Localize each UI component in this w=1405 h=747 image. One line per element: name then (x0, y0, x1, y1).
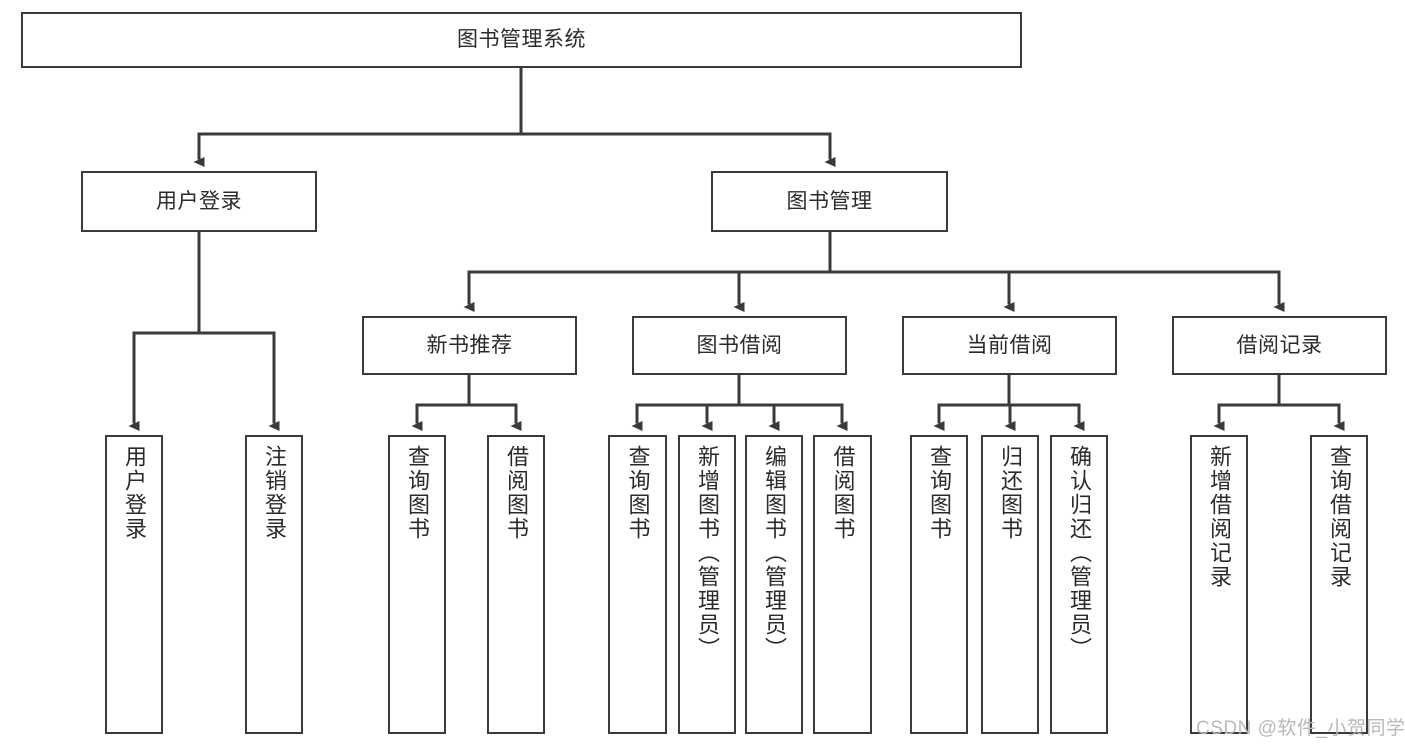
node-leaf-edit-book-label: 编辑图书（管理员） (762, 445, 787, 661)
node-user-login[interactable]: 用户登录 (81, 171, 317, 232)
node-leaf-logout[interactable]: 注销登录 (245, 435, 303, 734)
node-borrow-record[interactable]: 借阅记录 (1172, 316, 1387, 375)
node-leaf-confirm-return-label: 确认归还（管理员） (1067, 445, 1092, 661)
node-leaf-add-record[interactable]: 新增借阅记录 (1190, 435, 1248, 734)
node-new-book-recommend[interactable]: 新书推荐 (362, 316, 577, 375)
node-leaf-borrow-book-2-label: 借阅图书 (830, 445, 856, 541)
node-leaf-return-book[interactable]: 归还图书 (981, 435, 1039, 734)
node-leaf-query-book-1-label: 查询图书 (405, 445, 430, 541)
node-leaf-user-login-label: 用户登录 (122, 445, 147, 541)
node-book-borrow[interactable]: 图书借阅 (632, 316, 847, 375)
node-leaf-borrow-book-1-label: 借阅图书 (504, 445, 529, 541)
node-borrow-record-label: 借阅记录 (1236, 333, 1323, 357)
node-leaf-query-book-3[interactable]: 查询图书 (910, 435, 968, 734)
node-root[interactable]: 图书管理系统 (21, 12, 1022, 68)
node-current-borrow[interactable]: 当前借阅 (902, 316, 1117, 375)
node-leaf-query-book-1[interactable]: 查询图书 (388, 435, 446, 734)
node-leaf-borrow-book-2[interactable]: 借阅图书 (813, 435, 872, 734)
node-leaf-confirm-return[interactable]: 确认归还（管理员） (1050, 435, 1108, 734)
node-leaf-add-book-label: 新增图书（管理员） (695, 445, 720, 661)
node-current-borrow-label: 当前借阅 (966, 333, 1053, 357)
node-leaf-edit-book[interactable]: 编辑图书（管理员） (745, 435, 803, 734)
node-leaf-query-record[interactable]: 查询借阅记录 (1310, 435, 1368, 734)
node-book-manage[interactable]: 图书管理 (711, 171, 948, 232)
node-leaf-return-book-label: 归还图书 (998, 445, 1023, 541)
node-leaf-query-book-3-label: 查询图书 (927, 445, 952, 541)
node-book-manage-label: 图书管理 (786, 189, 873, 213)
node-book-borrow-label: 图书借阅 (696, 333, 783, 357)
csdn-watermark: CSDN @软件_小贺同学 (1196, 718, 1405, 739)
node-leaf-logout-label: 注销登录 (262, 445, 287, 541)
node-new-book-recommend-label: 新书推荐 (426, 333, 513, 357)
node-leaf-user-login[interactable]: 用户登录 (105, 435, 163, 734)
node-leaf-add-record-label: 新增借阅记录 (1207, 445, 1232, 589)
node-user-login-label: 用户登录 (156, 189, 242, 213)
node-leaf-add-book[interactable]: 新增图书（管理员） (678, 435, 736, 734)
node-leaf-query-book-2-label: 查询图书 (625, 445, 651, 541)
node-root-label: 图书管理系统 (457, 28, 586, 52)
node-leaf-query-record-label: 查询借阅记录 (1327, 445, 1352, 589)
node-leaf-query-book-2[interactable]: 查询图书 (608, 435, 667, 734)
node-leaf-borrow-book-1[interactable]: 借阅图书 (487, 435, 545, 734)
